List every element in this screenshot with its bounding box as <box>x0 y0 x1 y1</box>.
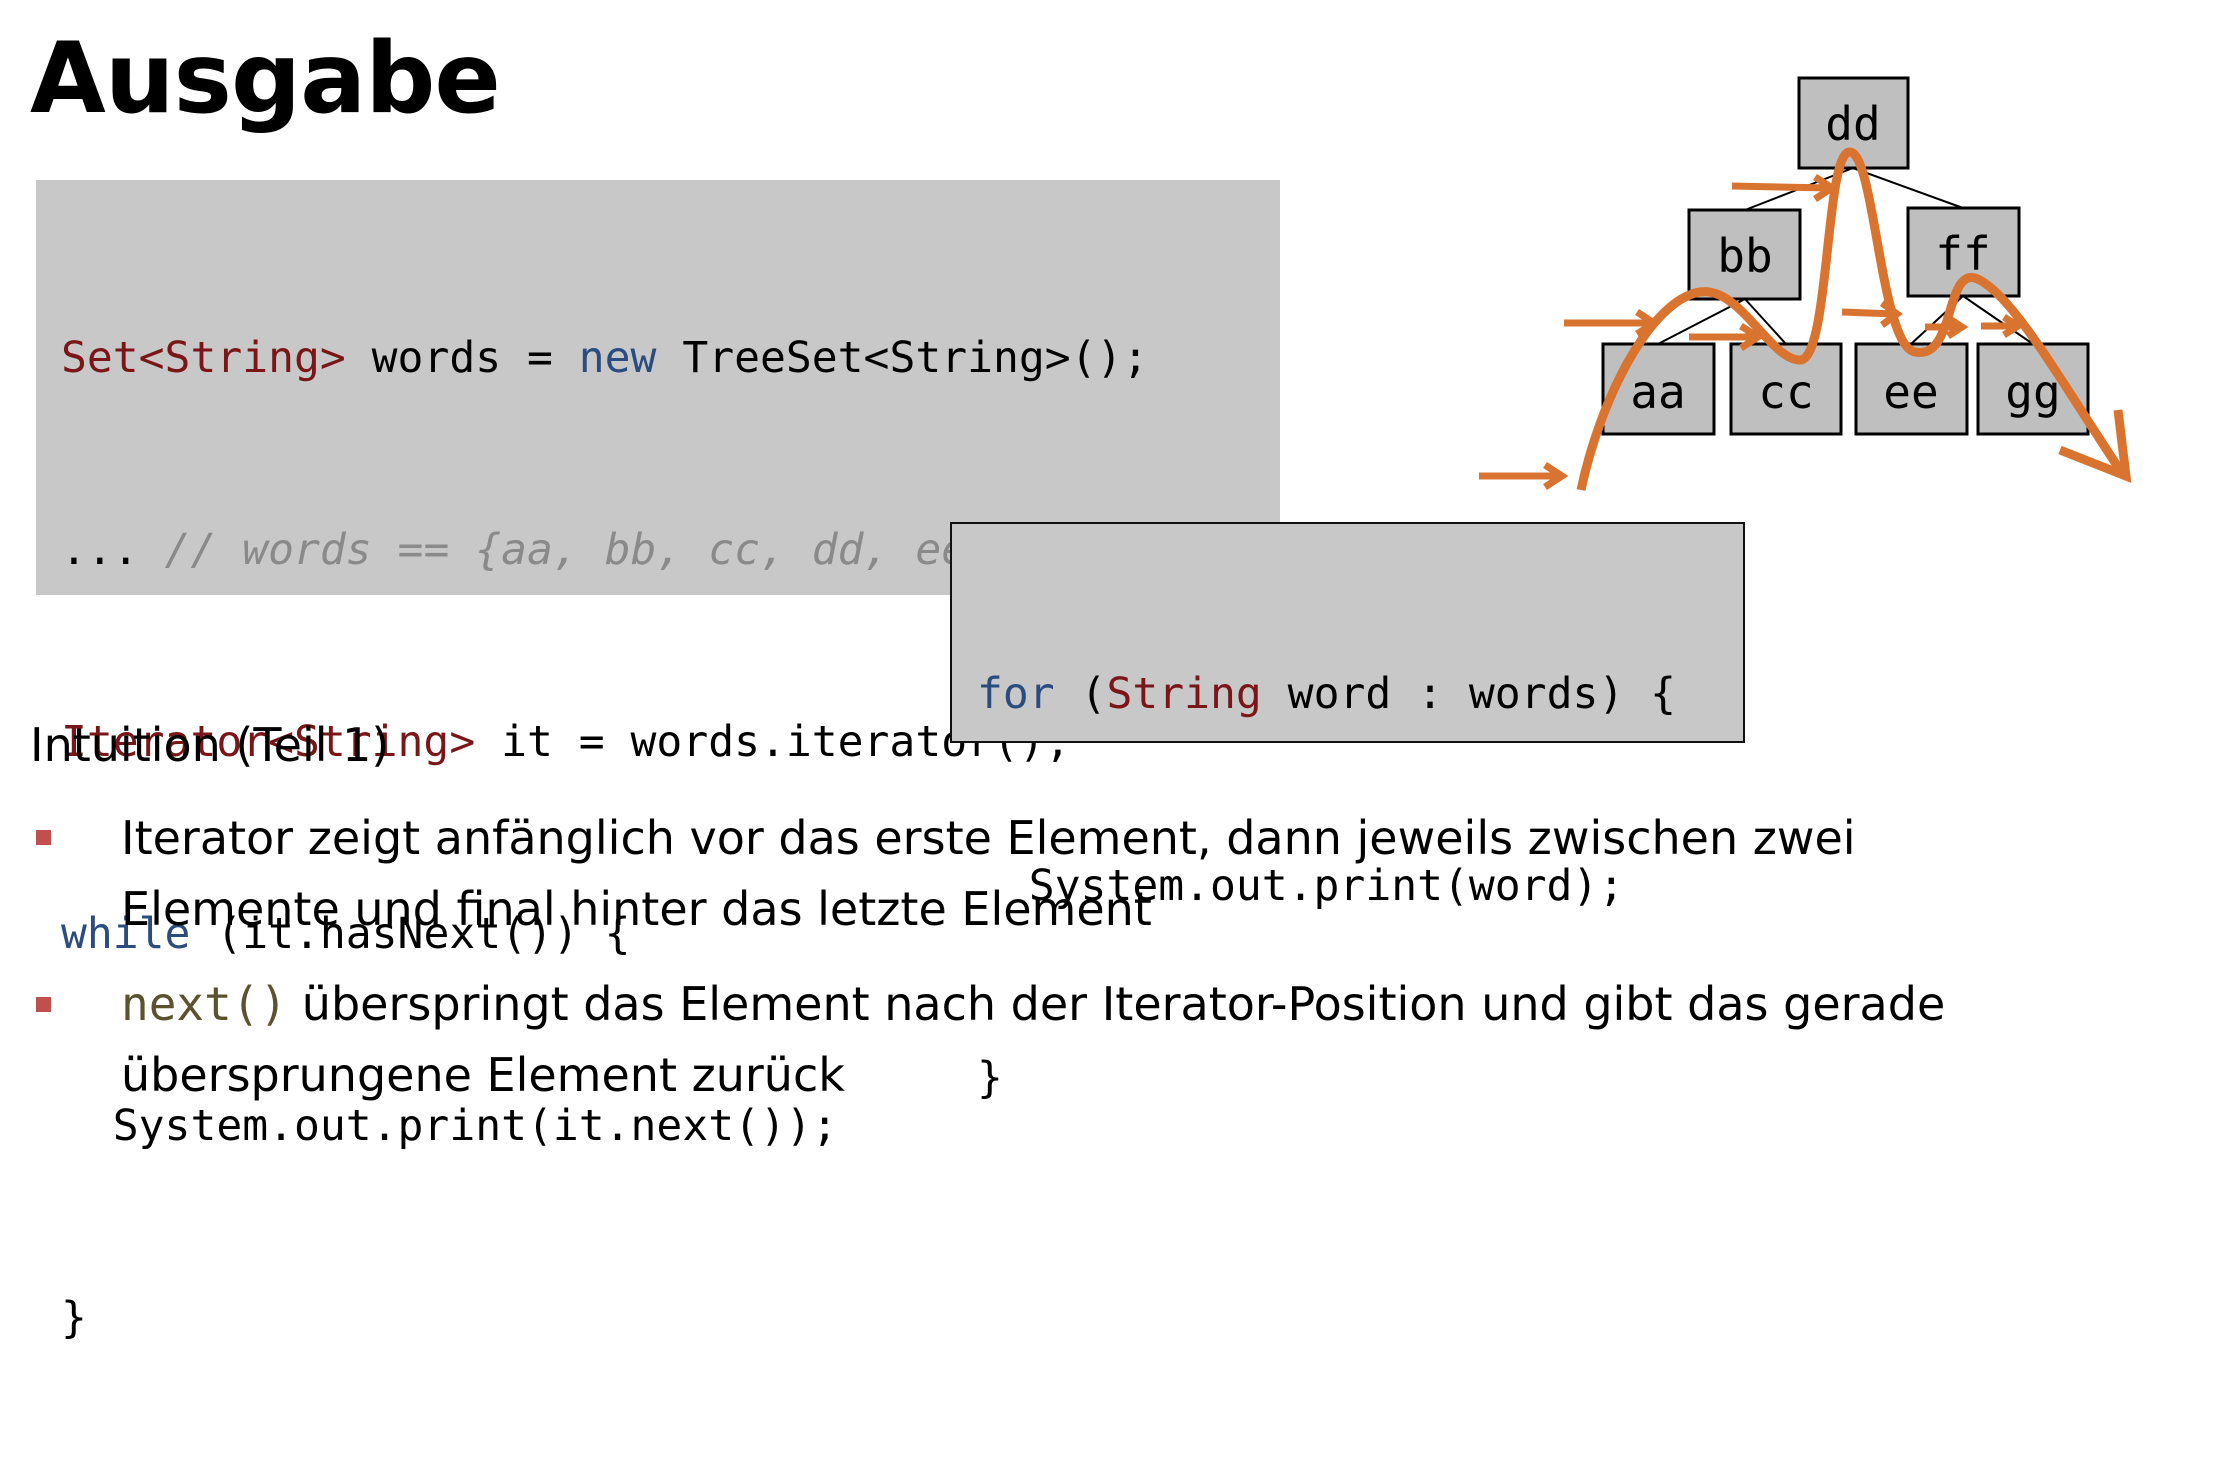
iterator-position-arrows <box>1479 174 2025 490</box>
arrow-icon <box>1925 315 1969 339</box>
bullet-1-line-1: Iterator zeigt anfänglich vor das erste … <box>121 811 1856 865</box>
code-text: ... <box>61 525 165 575</box>
svg-text:aa: aa <box>1630 365 1685 419</box>
tree-node-cc: cc <box>1729 342 1843 436</box>
bullet-1: Iterator zeigt anfänglich vor das erste … <box>121 803 2171 945</box>
bullet-1-line-2: Elemente und final hinter das letzte Ele… <box>121 882 1152 936</box>
traversal-curve <box>1576 147 2124 491</box>
bullet-marker-icon <box>36 830 51 845</box>
code-line-4: while (it.hasNext()) { <box>61 902 1200 966</box>
code-type: String <box>1106 669 1262 719</box>
svg-text:ee: ee <box>1883 365 1938 419</box>
code-text: (it.hasNext()) { <box>190 909 631 959</box>
arrow-icon <box>1689 323 1765 351</box>
for-each-code-block: for (String word : words) { System.out.p… <box>950 522 1745 1103</box>
svg-text:bb: bb <box>1717 229 1772 283</box>
for-line-2: System.out.print(word); <box>977 861 1625 911</box>
bullet-2: next() überspringt das Element nach der … <box>121 969 2171 1111</box>
tree-node-aa: aa <box>1601 342 1716 436</box>
code-text: words = <box>345 333 579 383</box>
code-keyword: for <box>977 669 1055 719</box>
code-line-6: } <box>61 1293 87 1343</box>
code-keyword: new <box>578 333 657 383</box>
tree-diagram: dd bb ff aa cc ee gg <box>1479 76 2132 491</box>
for-line-1: for (String word : words) { <box>977 662 1676 726</box>
tree-node-ee: ee <box>1854 342 1969 436</box>
bullet-marker-icon <box>36 997 51 1012</box>
next-method-code: next() <box>121 977 288 1031</box>
arrow-icon <box>1731 174 1839 202</box>
arrow-icon <box>1841 300 1903 328</box>
svg-text:dd: dd <box>1825 97 1880 151</box>
bullet-2-line-1: next() überspringt das Element nach der … <box>121 969 2171 1040</box>
for-line-3: } <box>977 1053 1003 1103</box>
slide-title: Ausgabe <box>30 22 501 136</box>
code-text: word : words) { <box>1261 669 1677 719</box>
code-text: TreeSet<String>(); <box>656 333 1149 383</box>
svg-text:gg: gg <box>2005 365 2060 419</box>
arrow-icon <box>1479 462 1569 490</box>
arrow-icon <box>1564 309 1661 337</box>
svg-text:cc: cc <box>1758 365 1813 419</box>
code-type: Iterator<String> <box>61 717 476 767</box>
end-arrowhead-icon <box>2058 409 2132 483</box>
code-keyword: while <box>61 909 191 959</box>
code-text: ( <box>1054 669 1107 719</box>
bullet-2-line-2: übersprungene Element zurück <box>121 1048 845 1102</box>
arrow-icon <box>1981 314 2025 338</box>
code-type: Set<String> <box>61 333 346 383</box>
intuition-heading: Intuition (Teil 1) <box>30 718 390 772</box>
tree-node-bb: bb <box>1687 208 1802 301</box>
code-line-1: Set<String> words = new TreeSet<String>(… <box>61 326 1200 390</box>
bullet-2-text: überspringt das Element nach der Iterato… <box>287 977 1946 1031</box>
svg-text:ff: ff <box>1935 227 1990 281</box>
